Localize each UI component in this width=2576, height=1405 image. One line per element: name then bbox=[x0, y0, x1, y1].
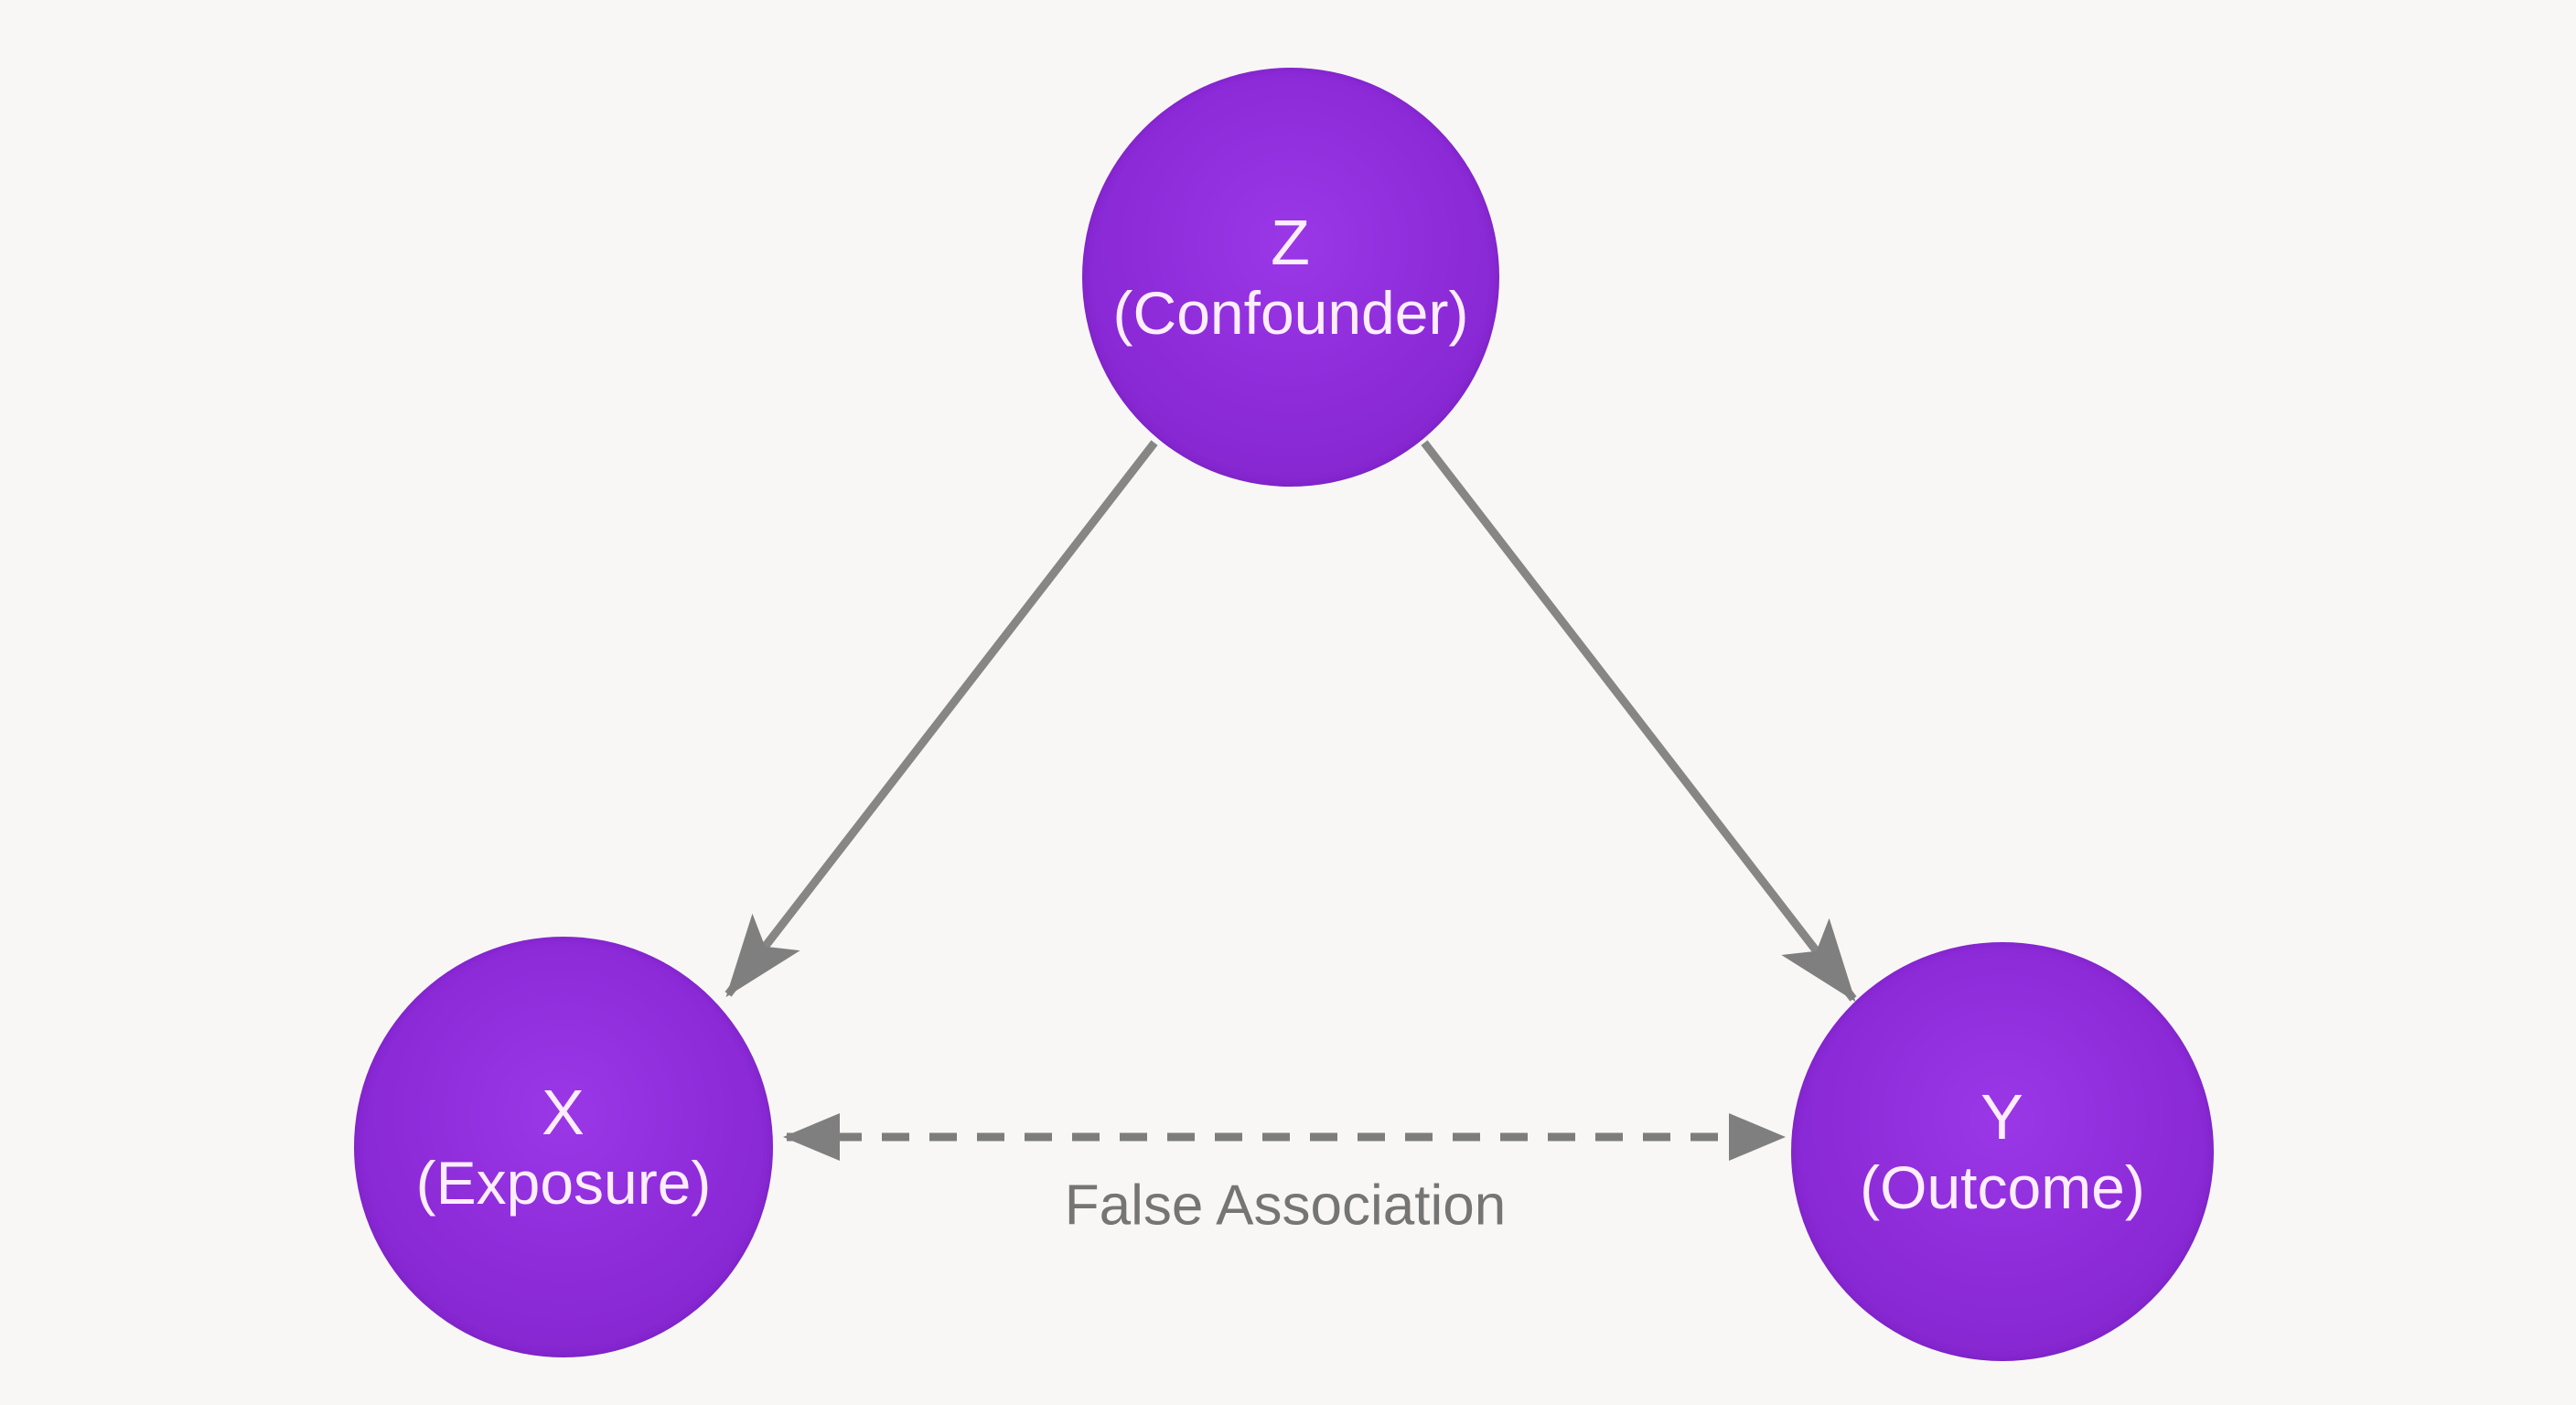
node-outcome: Y (Outcome) bbox=[1791, 942, 2214, 1361]
node-confounder-role: (Confounder) bbox=[1112, 279, 1469, 348]
node-confounder: Z (Confounder) bbox=[1082, 68, 1499, 487]
node-exposure: X (Exposure) bbox=[354, 937, 773, 1357]
arrow-z-to-y bbox=[1421, 440, 1857, 1003]
node-exposure-symbol: X bbox=[542, 1076, 585, 1148]
node-confounder-symbol: Z bbox=[1271, 206, 1311, 278]
node-exposure-role: (Exposure) bbox=[415, 1149, 712, 1217]
node-outcome-role: (Outcome) bbox=[1860, 1153, 2145, 1222]
node-outcome-symbol: Y bbox=[1980, 1080, 2024, 1153]
false-association-label: False Association bbox=[1064, 1174, 1507, 1238]
arrow-z-to-x bbox=[724, 440, 1158, 998]
